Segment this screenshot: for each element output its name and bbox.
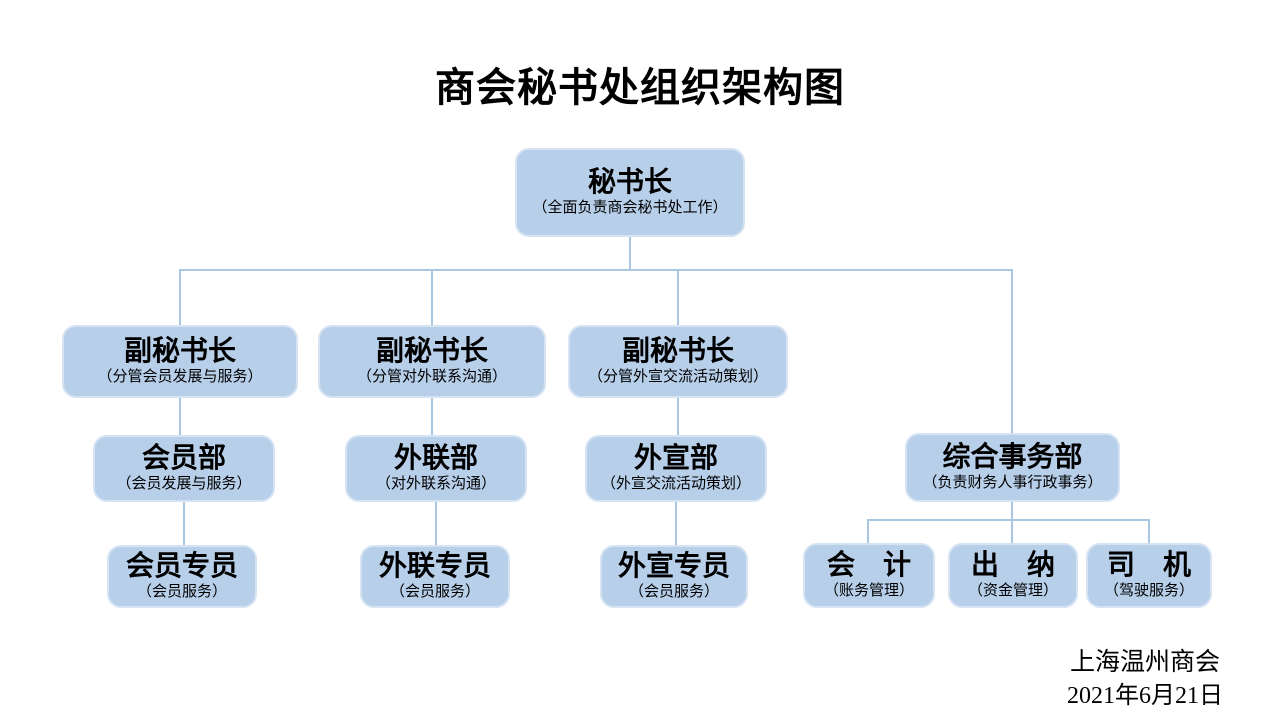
- org-node-deputy-membership: 副秘书长 （分管会员发展与服务）: [62, 325, 298, 398]
- connector-deputy-to-dept-liaison: [431, 398, 433, 435]
- connector-drop-accountant: [867, 519, 869, 545]
- node-title: 综合事务部: [942, 441, 1083, 473]
- footer-signature: 上海温州商会 2021年6月21日: [1067, 645, 1223, 714]
- node-title: 外联部: [393, 442, 478, 474]
- node-subtitle: （驾驶服务）: [1103, 582, 1194, 600]
- connector-dept-to-spec-liaison: [435, 502, 437, 545]
- org-node-dept-liaison: 外联部 （对外联系沟通）: [345, 435, 527, 502]
- node-subtitle: （分管会员发展与服务）: [97, 368, 263, 386]
- connector-drop-dept-general: [1011, 269, 1013, 433]
- node-title: 司 机: [1106, 549, 1191, 581]
- connector-drop-driver: [1148, 519, 1150, 545]
- org-node-dept-membership: 会员部 （会员发展与服务）: [93, 435, 275, 502]
- node-title: 副秘书长: [123, 335, 236, 367]
- node-title: 外联专员: [378, 550, 491, 582]
- node-subtitle: （会员服务）: [136, 583, 227, 601]
- node-title: 会 计: [826, 549, 911, 581]
- connector-level1-bus: [180, 269, 1013, 271]
- org-node-deputy-publicity: 副秘书长 （分管外宣交流活动策划）: [568, 325, 788, 398]
- org-node-deputy-liaison: 副秘书长 （分管对外联系沟通）: [318, 325, 546, 398]
- org-node-dept-general: 综合事务部 （负责财务人事行政事务）: [905, 433, 1120, 502]
- connector-drop-deputy-liaison: [431, 269, 433, 325]
- node-subtitle: （会员服务）: [628, 583, 719, 601]
- node-title: 会员专员: [125, 550, 238, 582]
- connector-dept-to-spec-publicity: [675, 502, 677, 545]
- footer-organization: 上海温州商会: [1069, 649, 1220, 676]
- node-title: 秘书长: [587, 166, 672, 198]
- node-subtitle: （对外联系沟通）: [375, 475, 496, 493]
- node-title: 副秘书长: [375, 335, 488, 367]
- org-node-accountant: 会 计 （账务管理）: [803, 543, 935, 608]
- org-node-secretary-general: 秘书长 （全面负责商会秘书处工作）: [515, 148, 745, 237]
- connector-drop-cashier: [1011, 519, 1013, 545]
- node-subtitle: （资金管理）: [967, 582, 1058, 600]
- connector-general-bus: [868, 519, 1150, 521]
- org-node-dept-publicity: 外宣部 （外宣交流活动策划）: [585, 435, 767, 502]
- node-title: 副秘书长: [621, 335, 734, 367]
- node-title: 外宣专员: [617, 550, 730, 582]
- node-subtitle: （会员发展与服务）: [116, 475, 252, 493]
- org-node-spec-publicity: 外宣专员 （会员服务）: [600, 545, 748, 608]
- connector-drop-deputy-membership: [179, 269, 181, 325]
- node-title: 会员部: [141, 442, 226, 474]
- org-node-spec-membership: 会员专员 （会员服务）: [107, 545, 257, 608]
- node-subtitle: （分管对外联系沟通）: [356, 368, 507, 386]
- node-subtitle: （全面负责商会秘书处工作）: [532, 199, 728, 217]
- node-subtitle: （账务管理）: [823, 582, 914, 600]
- node-subtitle: （外宣交流活动策划）: [600, 475, 751, 493]
- org-node-spec-liaison: 外联专员 （会员服务）: [360, 545, 510, 608]
- connector-top-stem: [629, 237, 631, 271]
- connector-deputy-to-dept-publicity: [677, 398, 679, 435]
- node-subtitle: （会员服务）: [389, 583, 480, 601]
- connector-dept-to-spec-membership: [183, 502, 185, 545]
- node-subtitle: （分管外宣交流活动策划）: [587, 368, 768, 386]
- org-node-driver: 司 机 （驾驶服务）: [1086, 543, 1212, 608]
- org-node-cashier: 出 纳 （资金管理）: [948, 543, 1078, 608]
- page-title: 商会秘书处组织架构图: [435, 66, 845, 110]
- connector-general-stem: [1011, 502, 1013, 521]
- connector-deputy-to-dept-membership: [179, 398, 181, 435]
- footer-date: 2021年6月21日: [1067, 683, 1223, 709]
- connector-drop-deputy-publicity: [677, 269, 679, 325]
- node-subtitle: （负责财务人事行政事务）: [922, 474, 1103, 492]
- node-title: 出 纳: [970, 549, 1055, 581]
- node-title: 外宣部: [633, 442, 718, 474]
